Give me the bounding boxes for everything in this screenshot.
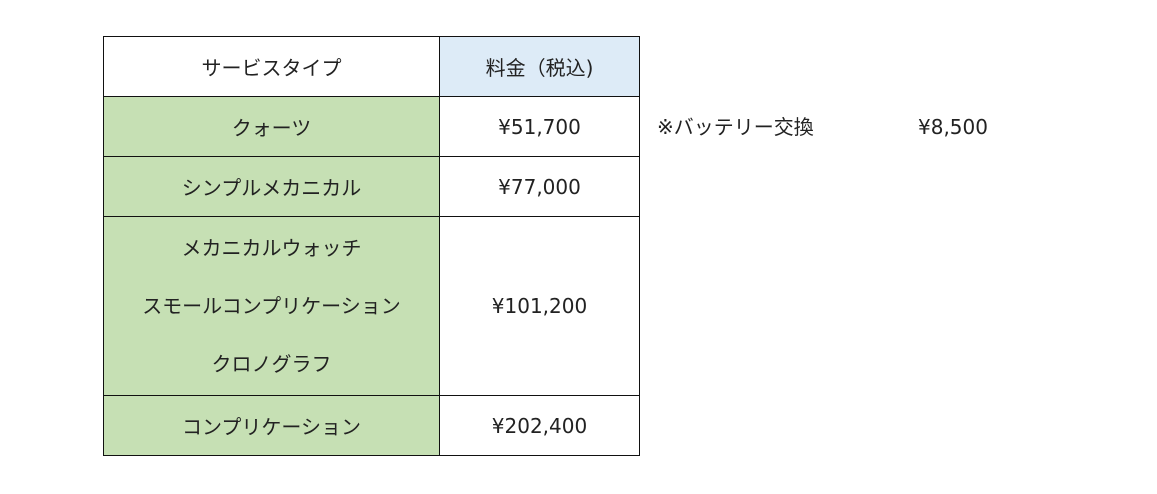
battery-note-price: ¥8,500 <box>918 115 988 139</box>
service-line-small-complication: スモールコンプリケーション <box>142 294 401 318</box>
service-cell-complication: コンプリケーション <box>103 395 440 456</box>
price-cell-complication: ¥202,400 <box>439 395 640 456</box>
table-row: メカニカルウォッチ スモールコンプリケーション クロノグラフ ¥101,200 <box>103 216 640 396</box>
service-cell-mechanical-group: メカニカルウォッチ スモールコンプリケーション クロノグラフ <box>103 216 440 396</box>
price-cell-quartz: ¥51,700 <box>439 96 640 157</box>
price-cell-mechanical-group: ¥101,200 <box>439 216 640 396</box>
service-cell-quartz: クォーツ <box>103 96 440 157</box>
table-row: シンプルメカニカル ¥77,000 <box>103 156 640 217</box>
service-price-table: サービスタイプ 料金（税込) クォーツ ¥51,700 シンプルメカニカル ¥7… <box>103 36 640 456</box>
battery-note-label: ※バッテリー交換 <box>657 115 814 139</box>
header-service-type: サービスタイプ <box>103 36 440 97</box>
service-line-mechanical-watch: メカニカルウォッチ <box>181 236 362 260</box>
table-row: クォーツ ¥51,700 <box>103 96 640 157</box>
table-row: コンプリケーション ¥202,400 <box>103 395 640 456</box>
table-header-row: サービスタイプ 料金（税込) <box>103 36 640 97</box>
service-cell-simple-mechanical: シンプルメカニカル <box>103 156 440 217</box>
service-line-chronograph: クロノグラフ <box>211 352 332 376</box>
price-cell-simple-mechanical: ¥77,000 <box>439 156 640 217</box>
header-price: 料金（税込) <box>439 36 640 97</box>
